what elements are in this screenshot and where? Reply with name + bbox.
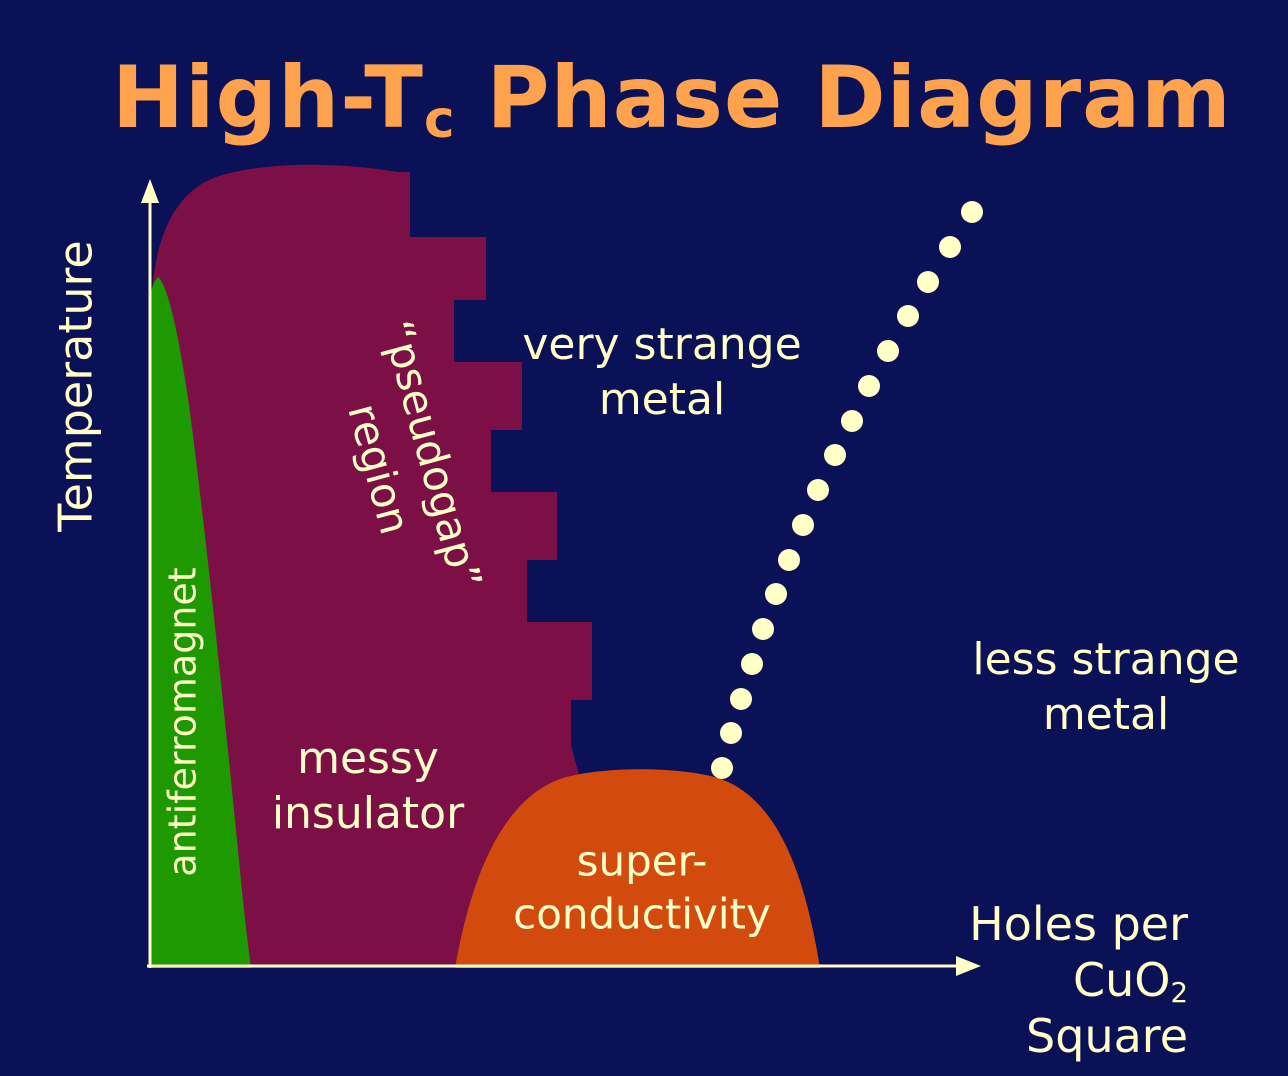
axes <box>141 179 981 976</box>
very-strange-metal-label: very strange metal <box>522 317 801 427</box>
superconductivity-region <box>455 769 820 968</box>
superconductivity-label: super- conductivity <box>513 836 771 941</box>
x-axis-label-cuo: CuO <box>1072 953 1171 1008</box>
title-subscript: c <box>423 90 456 151</box>
less-strange-metal-label: less strange metal <box>972 632 1239 742</box>
less-strange-metal-line2: metal <box>1042 689 1170 740</box>
messy-insulator-line1: messy <box>297 733 439 784</box>
very-strange-metal-line2: metal <box>598 374 726 425</box>
messy-insulator-label: messy insulator <box>272 731 464 841</box>
very-strange-metal-line1: very strange <box>522 319 802 370</box>
x-axis-label-line2: CuO2 <box>969 952 1188 1009</box>
pseudogap-region <box>151 164 648 969</box>
x-axis-label: Holes per CuO2 Square <box>969 896 1188 1064</box>
crossover-dotted-line <box>711 201 983 779</box>
slide-title: High-Tc Phase Diagram <box>112 48 1232 151</box>
less-strange-metal-line1: less strange <box>972 634 1240 685</box>
x-axis-label-cuo-subscript: 2 <box>1170 975 1188 1009</box>
superconductivity-line1: super- <box>576 836 708 886</box>
x-axis-label-line3: Square <box>1026 1009 1188 1064</box>
antiferromagnet-region <box>151 277 251 968</box>
y-axis-label: Temperature <box>48 240 103 532</box>
title-prefix: High-T <box>112 48 424 148</box>
superconductivity-line2: conductivity <box>513 889 771 938</box>
x-axis-arrowhead <box>956 956 981 976</box>
antiferromagnet-label: antiferromagnet <box>160 567 205 877</box>
title-suffix: Phase Diagram <box>455 48 1232 148</box>
x-axis-label-line1: Holes per <box>969 897 1188 951</box>
messy-insulator-line2: insulator <box>271 788 465 839</box>
y-axis-arrowhead <box>141 179 159 203</box>
